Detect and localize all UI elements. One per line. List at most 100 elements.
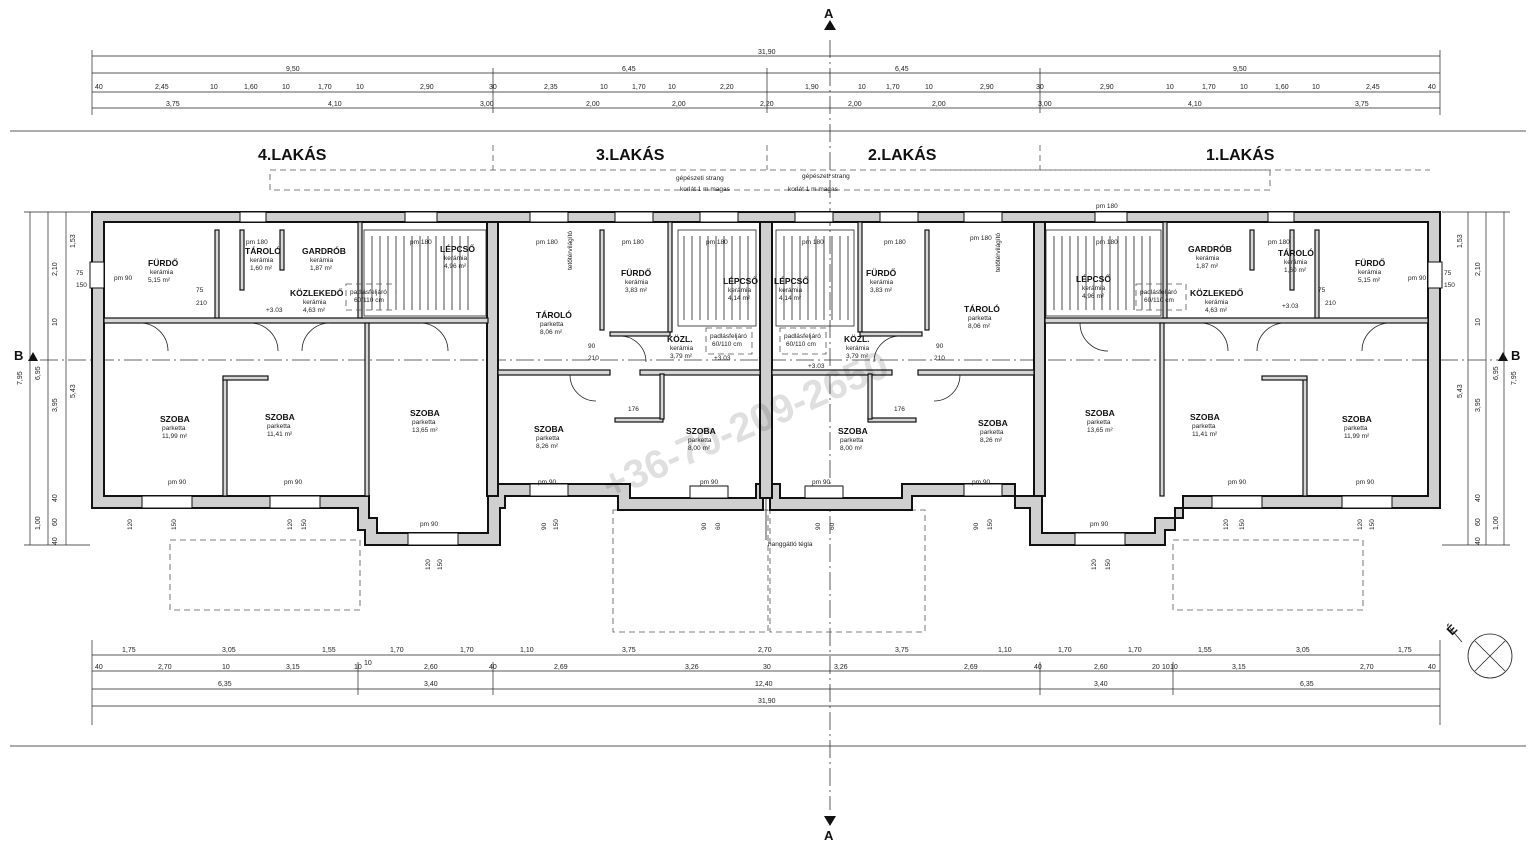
dim-label: 6,45 <box>895 66 909 73</box>
dim-label: 30 <box>489 84 497 91</box>
svg-text:13,65 m²: 13,65 m² <box>412 427 438 434</box>
dim-label: 10 <box>1475 318 1482 326</box>
dim-label: 10 <box>1162 664 1170 671</box>
dim-label: 3,26 <box>685 664 699 671</box>
dim-label: 1,70 <box>460 647 474 654</box>
window-height: pm 180 <box>706 239 728 246</box>
section-label-a-bottom: A <box>824 828 834 843</box>
window <box>794 211 834 223</box>
vent-label: tetőtérvilágító <box>567 231 574 270</box>
window <box>1211 495 1263 509</box>
attic-hatch-label: padlásfeljáró <box>1140 289 1177 296</box>
dim-label: 2,90 <box>980 84 994 91</box>
dim-label: 2,70 <box>1360 664 1374 671</box>
dim-label: 40 <box>52 537 59 545</box>
party-wall <box>759 221 773 499</box>
window-height: pm 180 <box>622 239 644 246</box>
opening-dim: 150 <box>301 519 308 530</box>
dim-label: 10 <box>222 664 230 671</box>
dim-overall-bottom: 31,90 <box>758 698 776 705</box>
svg-text:FÜRDŐ: FÜRDŐ <box>621 267 652 278</box>
svg-text:parketta: parketta <box>1087 419 1111 426</box>
room-label: KÖZLEKEDŐ kerámia 4,63 m² <box>290 287 344 314</box>
svg-text:1,60 m²: 1,60 m² <box>1284 267 1307 274</box>
svg-text:SZOBA: SZOBA <box>534 424 564 434</box>
dim-label: 3,00 <box>1038 101 1052 108</box>
dim-label: 40 <box>1428 84 1436 91</box>
dim-label: 40 <box>95 664 103 671</box>
window-height: pm 90 <box>538 479 556 486</box>
svg-text:TÁROLÓ: TÁROLÓ <box>964 303 1000 314</box>
opening-dim: 75 <box>1444 270 1452 277</box>
window <box>529 483 569 497</box>
dim-label: 2,00 <box>848 101 862 108</box>
dim-label: 1,90 <box>805 84 819 91</box>
svg-text:KÖZL.: KÖZL. <box>844 334 870 344</box>
room-label: FÜRDŐ kerámia 5,15 m² <box>148 257 179 284</box>
annotations: gépészeti strang korlát 1 m magas gépész… <box>76 173 1455 570</box>
window-height: pm 180 <box>1096 203 1118 210</box>
dim-label: 9,50 <box>1233 66 1247 73</box>
svg-text:GARDRÓB: GARDRÓB <box>1188 243 1232 254</box>
svg-text:SZOBA: SZOBA <box>1342 414 1372 424</box>
svg-text:SZOBA: SZOBA <box>265 412 295 422</box>
interior-walls <box>103 221 1429 497</box>
opening-dim: 120 <box>1091 559 1098 570</box>
dim-label: 3,75 <box>166 101 180 108</box>
svg-text:kerámia: kerámia <box>728 287 752 294</box>
dim-label: 5,43 <box>70 384 77 398</box>
room-label: SZOBA parketta 8,26 m² <box>978 418 1008 444</box>
svg-text:1,60 m²: 1,60 m² <box>250 265 273 272</box>
svg-text:3,79 m²: 3,79 m² <box>846 353 869 360</box>
svg-text:GARDRÓB: GARDRÓB <box>302 245 346 256</box>
dim-label: 10 <box>52 318 59 326</box>
top-dimension-chain: 31,90 9,50 6,45 6,45 9,50 40 2,45 10 1,6… <box>91 49 1441 115</box>
window-height: pm 90 <box>168 479 186 486</box>
svg-text:8,06 m²: 8,06 m² <box>540 329 563 336</box>
dim-label: 7,95 <box>1511 371 1518 385</box>
level-mark: +3.03 <box>1282 303 1299 310</box>
svg-text:kerámia: kerámia <box>1082 285 1106 292</box>
level-mark: +3.03 <box>266 307 283 314</box>
svg-text:TÁROLÓ: TÁROLÓ <box>536 309 572 320</box>
window-height: pm 90 <box>1090 521 1108 528</box>
roof-outline <box>169 169 1430 633</box>
svg-text:11,99 m²: 11,99 m² <box>162 433 188 440</box>
dim-label: 3,95 <box>1475 398 1482 412</box>
dim-label: 30 <box>1036 84 1044 91</box>
opening-dim: 176 <box>628 406 639 413</box>
door-swings <box>139 322 1391 402</box>
dim-label: 12,40 <box>755 681 773 688</box>
svg-text:parketta: parketta <box>412 419 436 426</box>
section-label-b-right: B <box>1511 348 1520 363</box>
window-height: pm 90 <box>1228 479 1246 486</box>
window <box>1074 532 1126 546</box>
svg-text:3,83 m²: 3,83 m² <box>625 287 648 294</box>
svg-text:LÉPCSŐ: LÉPCSŐ <box>774 275 809 286</box>
dim-label: 9,50 <box>286 66 300 73</box>
opening-dim: 210 <box>934 355 945 362</box>
dim-label: 3,15 <box>1232 664 1246 671</box>
window <box>879 211 919 223</box>
room-label: SZOBA parketta 8,00 m² <box>838 426 868 452</box>
room-label: SZOBA parketta 11,41 m² <box>265 412 295 438</box>
dim-label: 2,20 <box>760 101 774 108</box>
dim-label: 1,75 <box>1398 647 1412 654</box>
dim-label: 1,60 <box>1275 84 1289 91</box>
dim-label: 10 <box>668 84 676 91</box>
opening-dim: 176 <box>894 406 905 413</box>
dim-label: 10 <box>600 84 608 91</box>
dim-label: 1,00 <box>35 516 42 530</box>
window <box>614 211 654 223</box>
svg-text:parketta: parketta <box>968 315 992 322</box>
opening-dim: 150 <box>987 519 994 530</box>
dim-label: 60 <box>1475 518 1482 526</box>
window <box>1427 261 1443 289</box>
svg-text:parketta: parketta <box>1192 423 1216 430</box>
opening-dim: 150 <box>1105 559 1112 570</box>
opening-dim: 150 <box>1239 519 1246 530</box>
svg-text:4,14 m²: 4,14 m² <box>779 295 802 302</box>
svg-text:5,15 m²: 5,15 m² <box>148 277 171 284</box>
dim-label: 2,45 <box>1366 84 1380 91</box>
right-dimension-chain: 1,53 2,10 10 7,95 6,95 5,43 3,95 40 1,00… <box>1442 211 1518 546</box>
